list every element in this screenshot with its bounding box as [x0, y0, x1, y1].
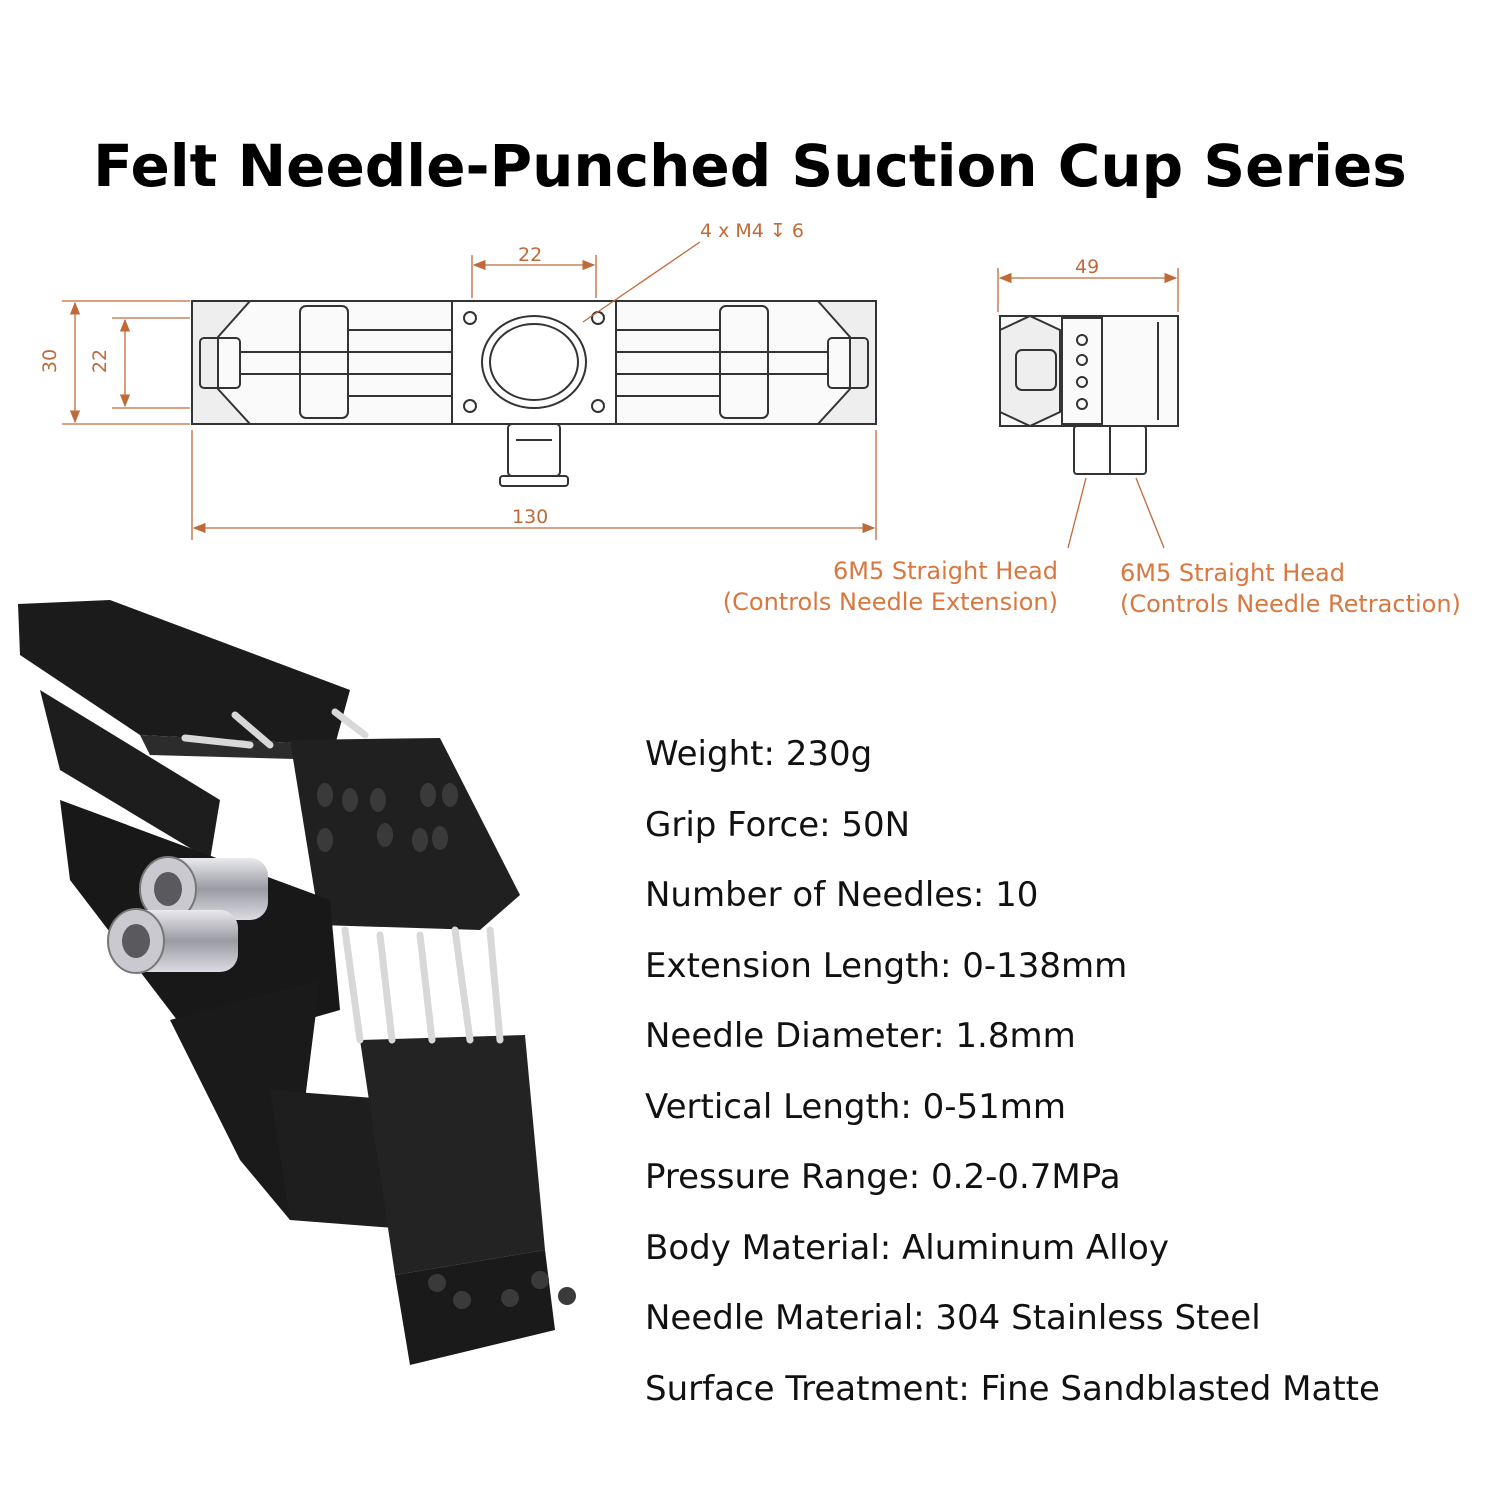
- product-render: [18, 600, 576, 1365]
- page-title: Felt Needle-Punched Suction Cup Series: [93, 132, 1407, 200]
- spec-needle-diameter: Needle Diameter: 1.8mm: [645, 1016, 1076, 1056]
- front-view: [191, 300, 877, 487]
- spec-body-material: Body Material: Aluminum Alloy: [645, 1227, 1169, 1268]
- fitting-retraction: [107, 908, 238, 974]
- callout-extension-line1: 6M5 Straight Head: [833, 557, 1058, 585]
- callout-retraction: 6M5 Straight Head (Controls Needle Retra…: [1120, 558, 1461, 620]
- callout-extension: 6M5 Straight Head (Controls Needle Exten…: [723, 556, 1058, 618]
- callout-retraction-line2: (Controls Needle Retraction): [1120, 590, 1461, 618]
- callout-extension-line2: (Controls Needle Extension): [722, 588, 1058, 616]
- spec-number-of-needles: Number of Needles: 10: [645, 875, 1039, 915]
- side-dimensions: [997, 268, 1179, 549]
- spec-vertical-length: Vertical Length: 0-51mm: [645, 1086, 1067, 1127]
- side-view: [999, 314, 1179, 475]
- dim-length: 130: [512, 506, 549, 528]
- callout-retraction-line1: 6M5 Straight Head: [1120, 559, 1345, 587]
- dim-height-inner: 22: [89, 348, 112, 374]
- front-dimensions: [62, 241, 877, 540]
- dim-hole-note: 4 x M4 ↧ 6: [700, 220, 804, 242]
- spec-extension-length: Extension Length: 0-138mm: [645, 945, 1128, 986]
- spec-surface-treatment: Surface Treatment: Fine Sandblasted Matt…: [645, 1368, 1380, 1409]
- spec-grip-force: Grip Force: 50N: [645, 804, 911, 845]
- dim-height-outer: 30: [39, 348, 62, 374]
- dim-side-width: 49: [1075, 256, 1100, 278]
- spec-pressure-range: Pressure Range: 0.2-0.7MPa: [645, 1157, 1121, 1197]
- spec-list: Weight: 230g Grip Force: 50N Number of N…: [645, 730, 1380, 1435]
- spec-weight: Weight: 230g: [645, 734, 873, 774]
- spec-needle-material: Needle Material: 304 Stainless Steel: [645, 1298, 1261, 1338]
- dim-hole-spacing: 22: [518, 244, 543, 266]
